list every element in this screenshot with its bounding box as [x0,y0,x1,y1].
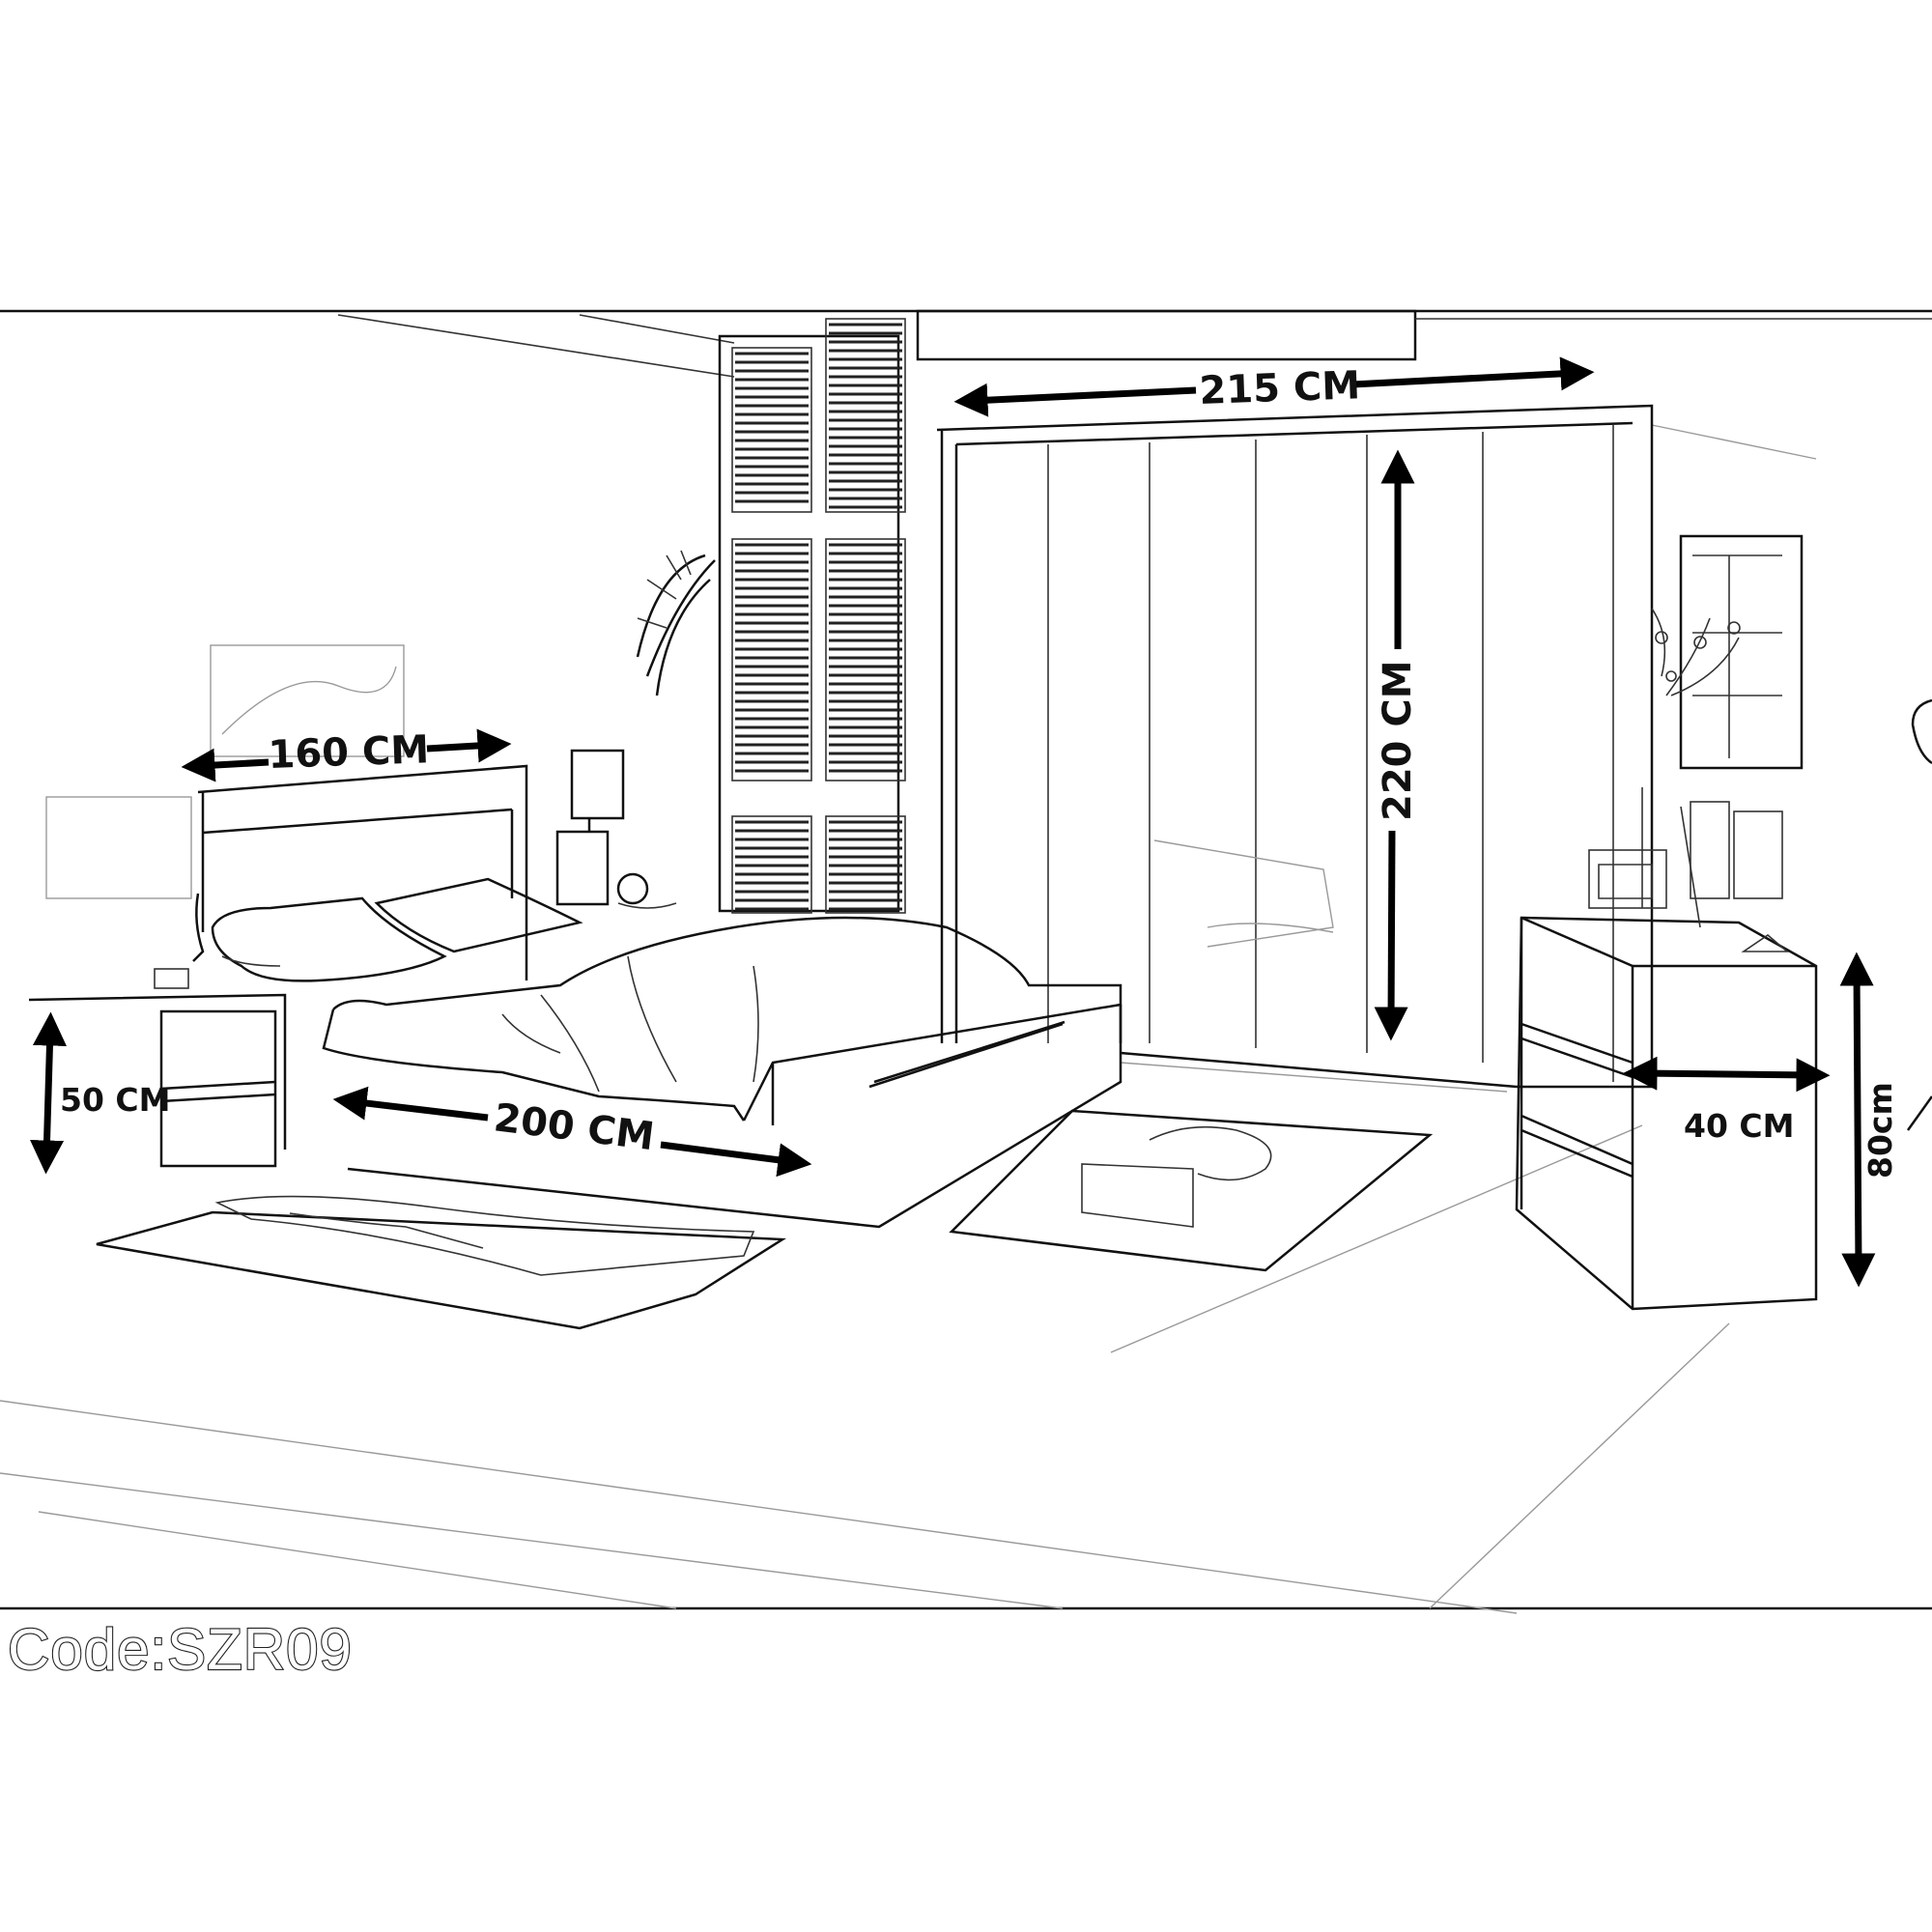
label-nightstand-height: 50 CM [60,1081,170,1119]
nightstand-right [555,749,677,909]
arrow-dresser-height [1839,952,1876,1288]
wardrobe [936,404,1654,1089]
label-wardrobe-height: 220 CM [1376,660,1420,821]
nightstand-left [28,893,287,1168]
arrow-bed-length-left [332,1086,489,1122]
arrow-dresser-depth [1623,1056,1831,1093]
shutter-lower-right [825,815,906,914]
edge-chair [1906,698,1932,1131]
arrow-nightstand-height [30,1011,67,1175]
shutter-upper-left [731,347,812,513]
wall-mirror [1679,534,1804,770]
product-code: Code:SZR09 [8,1617,353,1682]
arrow-wardrobe-height-bottom [1374,830,1408,1041]
shutter-middle-right [825,538,906,781]
label-wardrobe-width: 215 CM [1199,363,1361,413]
pillows [211,877,583,982]
arrow-headboard-width-right [426,728,512,763]
label-bed-length: 200 CM [492,1095,657,1159]
bed [322,916,1122,1229]
arrow-headboard-width-left [181,748,270,782]
headboard [197,764,528,980]
wall-art [45,644,405,899]
arrow-wardrobe-width-right [1351,356,1595,391]
room-structure [0,309,1932,1614]
label-dresser-height: 80cm [1861,1082,1899,1179]
arrow-wardrobe-width-left [953,383,1197,417]
shutter-upper-right [825,318,906,513]
rugs [96,1109,1434,1330]
palm-plant [636,550,716,696]
frame [0,309,1932,1610]
label-headboard-width: 160 CM [268,727,430,778]
shutter-lower-left [731,815,812,914]
shutter-middle-left [731,538,812,781]
label-dresser-depth: 40 CM [1684,1107,1794,1145]
arrow-bed-length-right [660,1141,812,1178]
dresser-plant [1651,608,1741,696]
dimension-arrows [30,356,1876,1288]
dresser [1515,787,1818,1311]
window-shutters [718,318,906,914]
